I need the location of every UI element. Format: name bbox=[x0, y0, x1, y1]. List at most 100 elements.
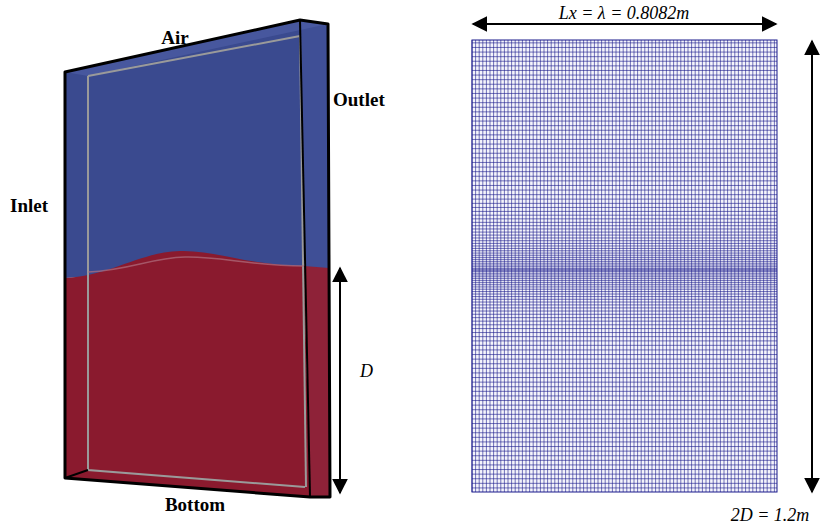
mesh-line bbox=[472, 190, 777, 191]
mesh-line bbox=[472, 328, 777, 329]
mesh-line bbox=[472, 70, 777, 71]
water-region bbox=[65, 251, 310, 497]
mesh-line bbox=[472, 464, 777, 465]
mesh-line bbox=[670, 40, 671, 492]
mesh-line bbox=[472, 311, 777, 312]
mesh-line bbox=[536, 40, 537, 492]
wave-back-edge bbox=[88, 257, 304, 272]
mesh-line bbox=[472, 116, 777, 117]
mesh-line bbox=[472, 418, 777, 419]
mesh-line bbox=[760, 40, 761, 492]
mesh-line bbox=[472, 363, 777, 364]
mesh-line bbox=[472, 428, 777, 429]
label: Inlet bbox=[10, 196, 48, 215]
mesh-line bbox=[472, 332, 777, 333]
mesh-line bbox=[680, 40, 681, 492]
mesh-line bbox=[518, 40, 519, 492]
mesh-line bbox=[472, 98, 777, 99]
mesh-line bbox=[497, 40, 498, 492]
mesh-line bbox=[648, 40, 649, 492]
mesh-line bbox=[472, 144, 777, 145]
mesh-line bbox=[472, 368, 777, 369]
mesh-line bbox=[472, 446, 777, 447]
height-arrow bbox=[811, 41, 813, 492]
mesh-line bbox=[472, 455, 777, 456]
mesh-line bbox=[472, 372, 777, 373]
mesh-line bbox=[706, 40, 707, 492]
mesh-line bbox=[472, 270, 777, 271]
mesh-line bbox=[605, 40, 606, 492]
mesh-line bbox=[472, 282, 777, 283]
mesh-line bbox=[630, 40, 631, 492]
mesh-line bbox=[551, 40, 552, 492]
mesh-line bbox=[472, 270, 777, 271]
mesh-line bbox=[472, 437, 777, 438]
mesh-line bbox=[472, 273, 777, 274]
mesh-line bbox=[756, 40, 757, 492]
mesh-line bbox=[590, 40, 591, 492]
mesh-line bbox=[562, 40, 563, 492]
mesh-line bbox=[472, 228, 777, 229]
width-arrow bbox=[473, 23, 776, 25]
mesh-line bbox=[695, 40, 696, 492]
mesh-line bbox=[688, 40, 689, 492]
tank-outline bbox=[65, 20, 330, 497]
mesh-line bbox=[472, 304, 777, 305]
mesh-line bbox=[684, 40, 685, 492]
mesh-line bbox=[774, 40, 775, 492]
mesh-line bbox=[472, 386, 777, 387]
mesh-line bbox=[583, 40, 584, 492]
mesh-line bbox=[472, 261, 777, 262]
mesh-line bbox=[511, 40, 512, 492]
mesh-line bbox=[749, 40, 750, 492]
mesh-line bbox=[565, 40, 566, 492]
label: D bbox=[360, 362, 373, 380]
mesh-line bbox=[652, 40, 653, 492]
mesh-line bbox=[666, 40, 667, 492]
side-face-air bbox=[300, 20, 330, 497]
mesh-line bbox=[472, 460, 777, 461]
mesh-line bbox=[472, 377, 777, 378]
mesh-line bbox=[522, 40, 523, 492]
mesh-line bbox=[472, 185, 777, 186]
mesh-grid bbox=[472, 40, 777, 492]
mesh-line bbox=[472, 324, 777, 325]
mesh-line bbox=[515, 40, 516, 492]
mesh-line bbox=[472, 286, 777, 287]
mesh-line bbox=[472, 157, 777, 158]
mesh-line bbox=[472, 409, 777, 410]
mesh-line bbox=[587, 40, 588, 492]
mesh-line bbox=[716, 40, 717, 492]
mesh-line bbox=[472, 395, 777, 396]
mesh-line bbox=[540, 40, 541, 492]
mesh-line bbox=[554, 40, 555, 492]
mesh-line bbox=[472, 88, 777, 89]
mesh-line bbox=[472, 167, 777, 168]
mesh-line bbox=[472, 222, 777, 223]
mesh-line bbox=[472, 441, 777, 442]
mesh-line bbox=[472, 354, 777, 355]
mesh-line bbox=[472, 474, 777, 475]
mesh-line bbox=[472, 232, 777, 233]
mesh-line bbox=[472, 296, 777, 297]
mesh-line bbox=[634, 40, 635, 492]
mesh-line bbox=[472, 314, 777, 315]
mesh-line bbox=[500, 40, 501, 492]
mesh-line bbox=[472, 79, 777, 80]
mesh-line bbox=[472, 345, 777, 346]
mesh-line bbox=[472, 75, 777, 76]
mesh-line bbox=[472, 391, 777, 392]
mesh-line bbox=[547, 40, 548, 492]
mesh-line bbox=[479, 40, 480, 492]
label: Bottom bbox=[165, 495, 225, 514]
mesh-line bbox=[472, 207, 777, 208]
mesh-line bbox=[472, 257, 777, 258]
mesh-line bbox=[734, 40, 735, 492]
mesh-line bbox=[472, 478, 777, 479]
mesh-line bbox=[472, 487, 777, 488]
mesh-line bbox=[472, 432, 777, 433]
mesh-line bbox=[691, 40, 692, 492]
mesh-line bbox=[724, 40, 725, 492]
mesh-line bbox=[472, 294, 777, 295]
mesh-line bbox=[472, 265, 777, 266]
